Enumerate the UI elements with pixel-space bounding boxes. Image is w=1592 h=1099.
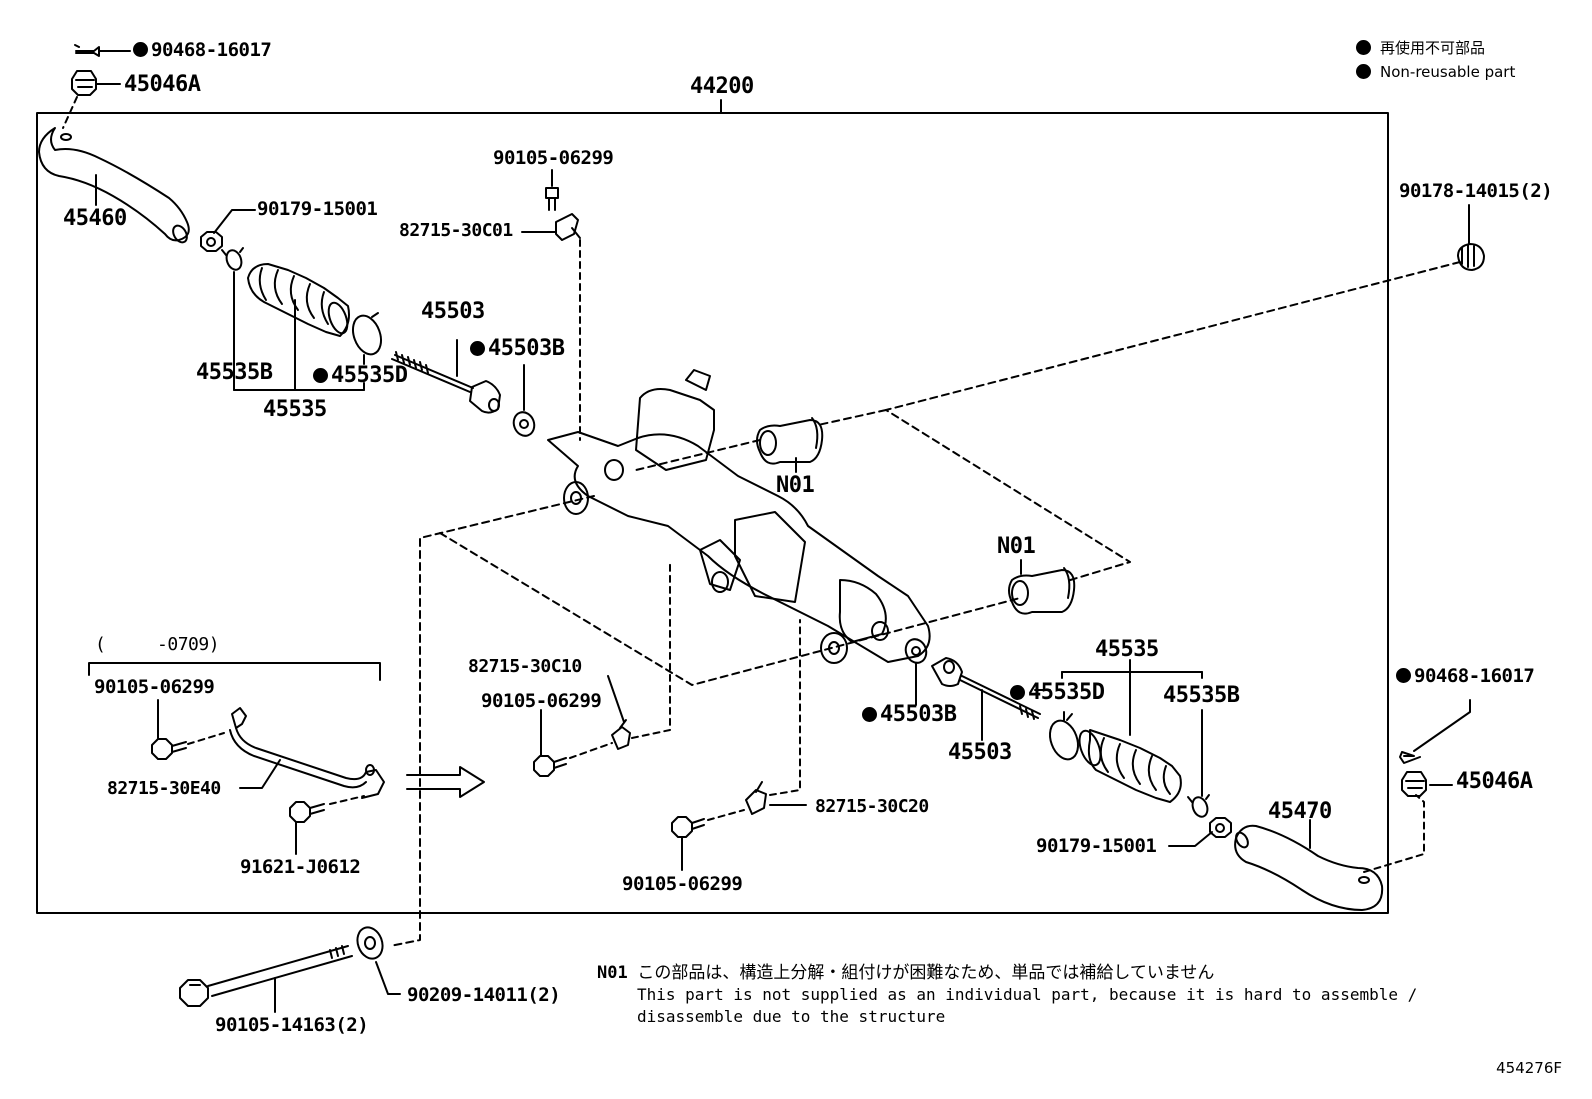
label-mount-bolt: 90105-14163(2): [215, 1014, 369, 1036]
legend-item-en: Non-reusable part: [1356, 60, 1515, 84]
clip-icon: [74, 44, 131, 57]
nut-right-icon: [1209, 817, 1232, 838]
rack-end-right-icon: [931, 657, 1041, 720]
label-inset-range: ( -0709): [95, 634, 220, 655]
label-washer-right: 45503B: [862, 703, 957, 727]
label-tie-rod-end-right: 45470: [1268, 799, 1332, 824]
washer-right-icon: [904, 638, 928, 664]
label-nut-right-end: 45046A: [1456, 769, 1533, 794]
label-clip-left: 45535B: [196, 360, 273, 385]
label-cap-right: 90178-14015(2): [1399, 180, 1553, 202]
tie-rod-end-right-icon: [1234, 824, 1384, 911]
footnote-en-1: This part is not supplied as an individu…: [637, 985, 1418, 1004]
label-tie-rod-end-left: 45460: [63, 206, 127, 231]
bolt-top-icon: [545, 187, 559, 211]
castle-nut-icon: [71, 70, 121, 96]
rack-end-left-icon: [391, 351, 501, 414]
label-clamp-left: 45535D: [313, 364, 408, 388]
inset-bolt-icon: [151, 738, 187, 760]
inset-bracket-icon: [229, 707, 385, 799]
label-bolt-c10: 90105-06299: [481, 690, 602, 712]
boot-left-icon: [247, 263, 350, 337]
label-clamp-right: 45535D: [1010, 681, 1105, 705]
footnote-code: N01: [597, 963, 628, 983]
bolt-c20-icon: [671, 816, 705, 838]
assembly-frame: [36, 112, 1389, 914]
steering-gear-housing-icon: [547, 369, 931, 664]
nut-left-icon: [200, 231, 223, 252]
mount-washer-icon: [356, 926, 384, 960]
label-grommet-2: N01: [997, 534, 1036, 559]
label-bracket-c10: 82715-30C10: [468, 656, 582, 677]
clip-right-end-icon: [1399, 751, 1421, 764]
label-washer-left: 45503B: [470, 337, 565, 361]
label-bracket-c20: 82715-30C20: [815, 796, 929, 817]
label-mount-washer: 90209-14011(2): [407, 984, 561, 1006]
footnote-en-2: disassemble due to the structure: [637, 1007, 946, 1026]
label-boot-right: 45535: [1095, 637, 1159, 662]
inset-bolt-2-icon: [289, 801, 325, 823]
label-nut-left: 90179-15001: [257, 198, 378, 220]
label-inset-bolt-2: 91621-J0612: [240, 856, 361, 878]
label-bolt-c20: 90105-06299: [622, 873, 743, 895]
label-rack-end-right: 45503: [948, 740, 1012, 765]
footnote: N01 この部品は、構造上分解・組付けが困難なため、単品では補給していません T…: [597, 962, 1417, 1028]
label-nut-top-left: 45046A: [124, 72, 201, 97]
clamp-left-icon: [351, 312, 383, 356]
label-inset-bolt: 90105-06299: [94, 676, 215, 698]
label-rack-end-left: 45503: [421, 299, 485, 324]
bracket-c20-icon: [745, 781, 767, 815]
label-bolt-top: 90105-06299: [493, 147, 614, 169]
label-boot-left: 45535: [263, 397, 327, 422]
label-inset-bracket: 82715-30E40: [107, 778, 221, 799]
label-clip-right: 45535B: [1163, 683, 1240, 708]
clip-45535b-left-icon: [221, 247, 244, 271]
legend-item-ja: 再使用不可部品: [1356, 36, 1515, 60]
clip-45535b-right-icon: [1187, 794, 1210, 818]
boot-right-icon: [1078, 729, 1182, 803]
diagram-id: 454276F: [1496, 1059, 1562, 1077]
footnote-ja: この部品は、構造上分解・組付けが困難なため、単品では補給していません: [637, 963, 1215, 983]
label-nut-right: 90179-15001: [1036, 835, 1157, 857]
bracket-c10-icon: [611, 719, 631, 750]
cap-right-icon: [1457, 243, 1485, 271]
grommet-n01-lower-icon: [1008, 567, 1076, 615]
label-clip-top-left: 90468-16017: [133, 40, 272, 60]
mount-bolt-icon: [179, 945, 353, 1007]
bolt-c10-icon: [533, 755, 567, 777]
grommet-n01-upper-icon: [756, 417, 824, 465]
legend: 再使用不可部品 Non-reusable part: [1356, 36, 1515, 84]
label-grommet-1: N01: [776, 473, 815, 498]
label-clip-right-end: 90468-16017: [1396, 666, 1535, 686]
label-bracket-top: 82715-30C01: [399, 220, 513, 241]
inset-bracket-line: [88, 662, 381, 681]
washer-left-icon: [512, 411, 536, 437]
bracket-top-icon: [555, 213, 581, 241]
clamp-right-icon: [1048, 713, 1080, 761]
castle-nut-right-icon: [1401, 771, 1427, 797]
arrow-icon: [406, 766, 485, 798]
tie-rod-end-left-icon: [38, 127, 190, 244]
label-assembly: 44200: [690, 74, 754, 99]
